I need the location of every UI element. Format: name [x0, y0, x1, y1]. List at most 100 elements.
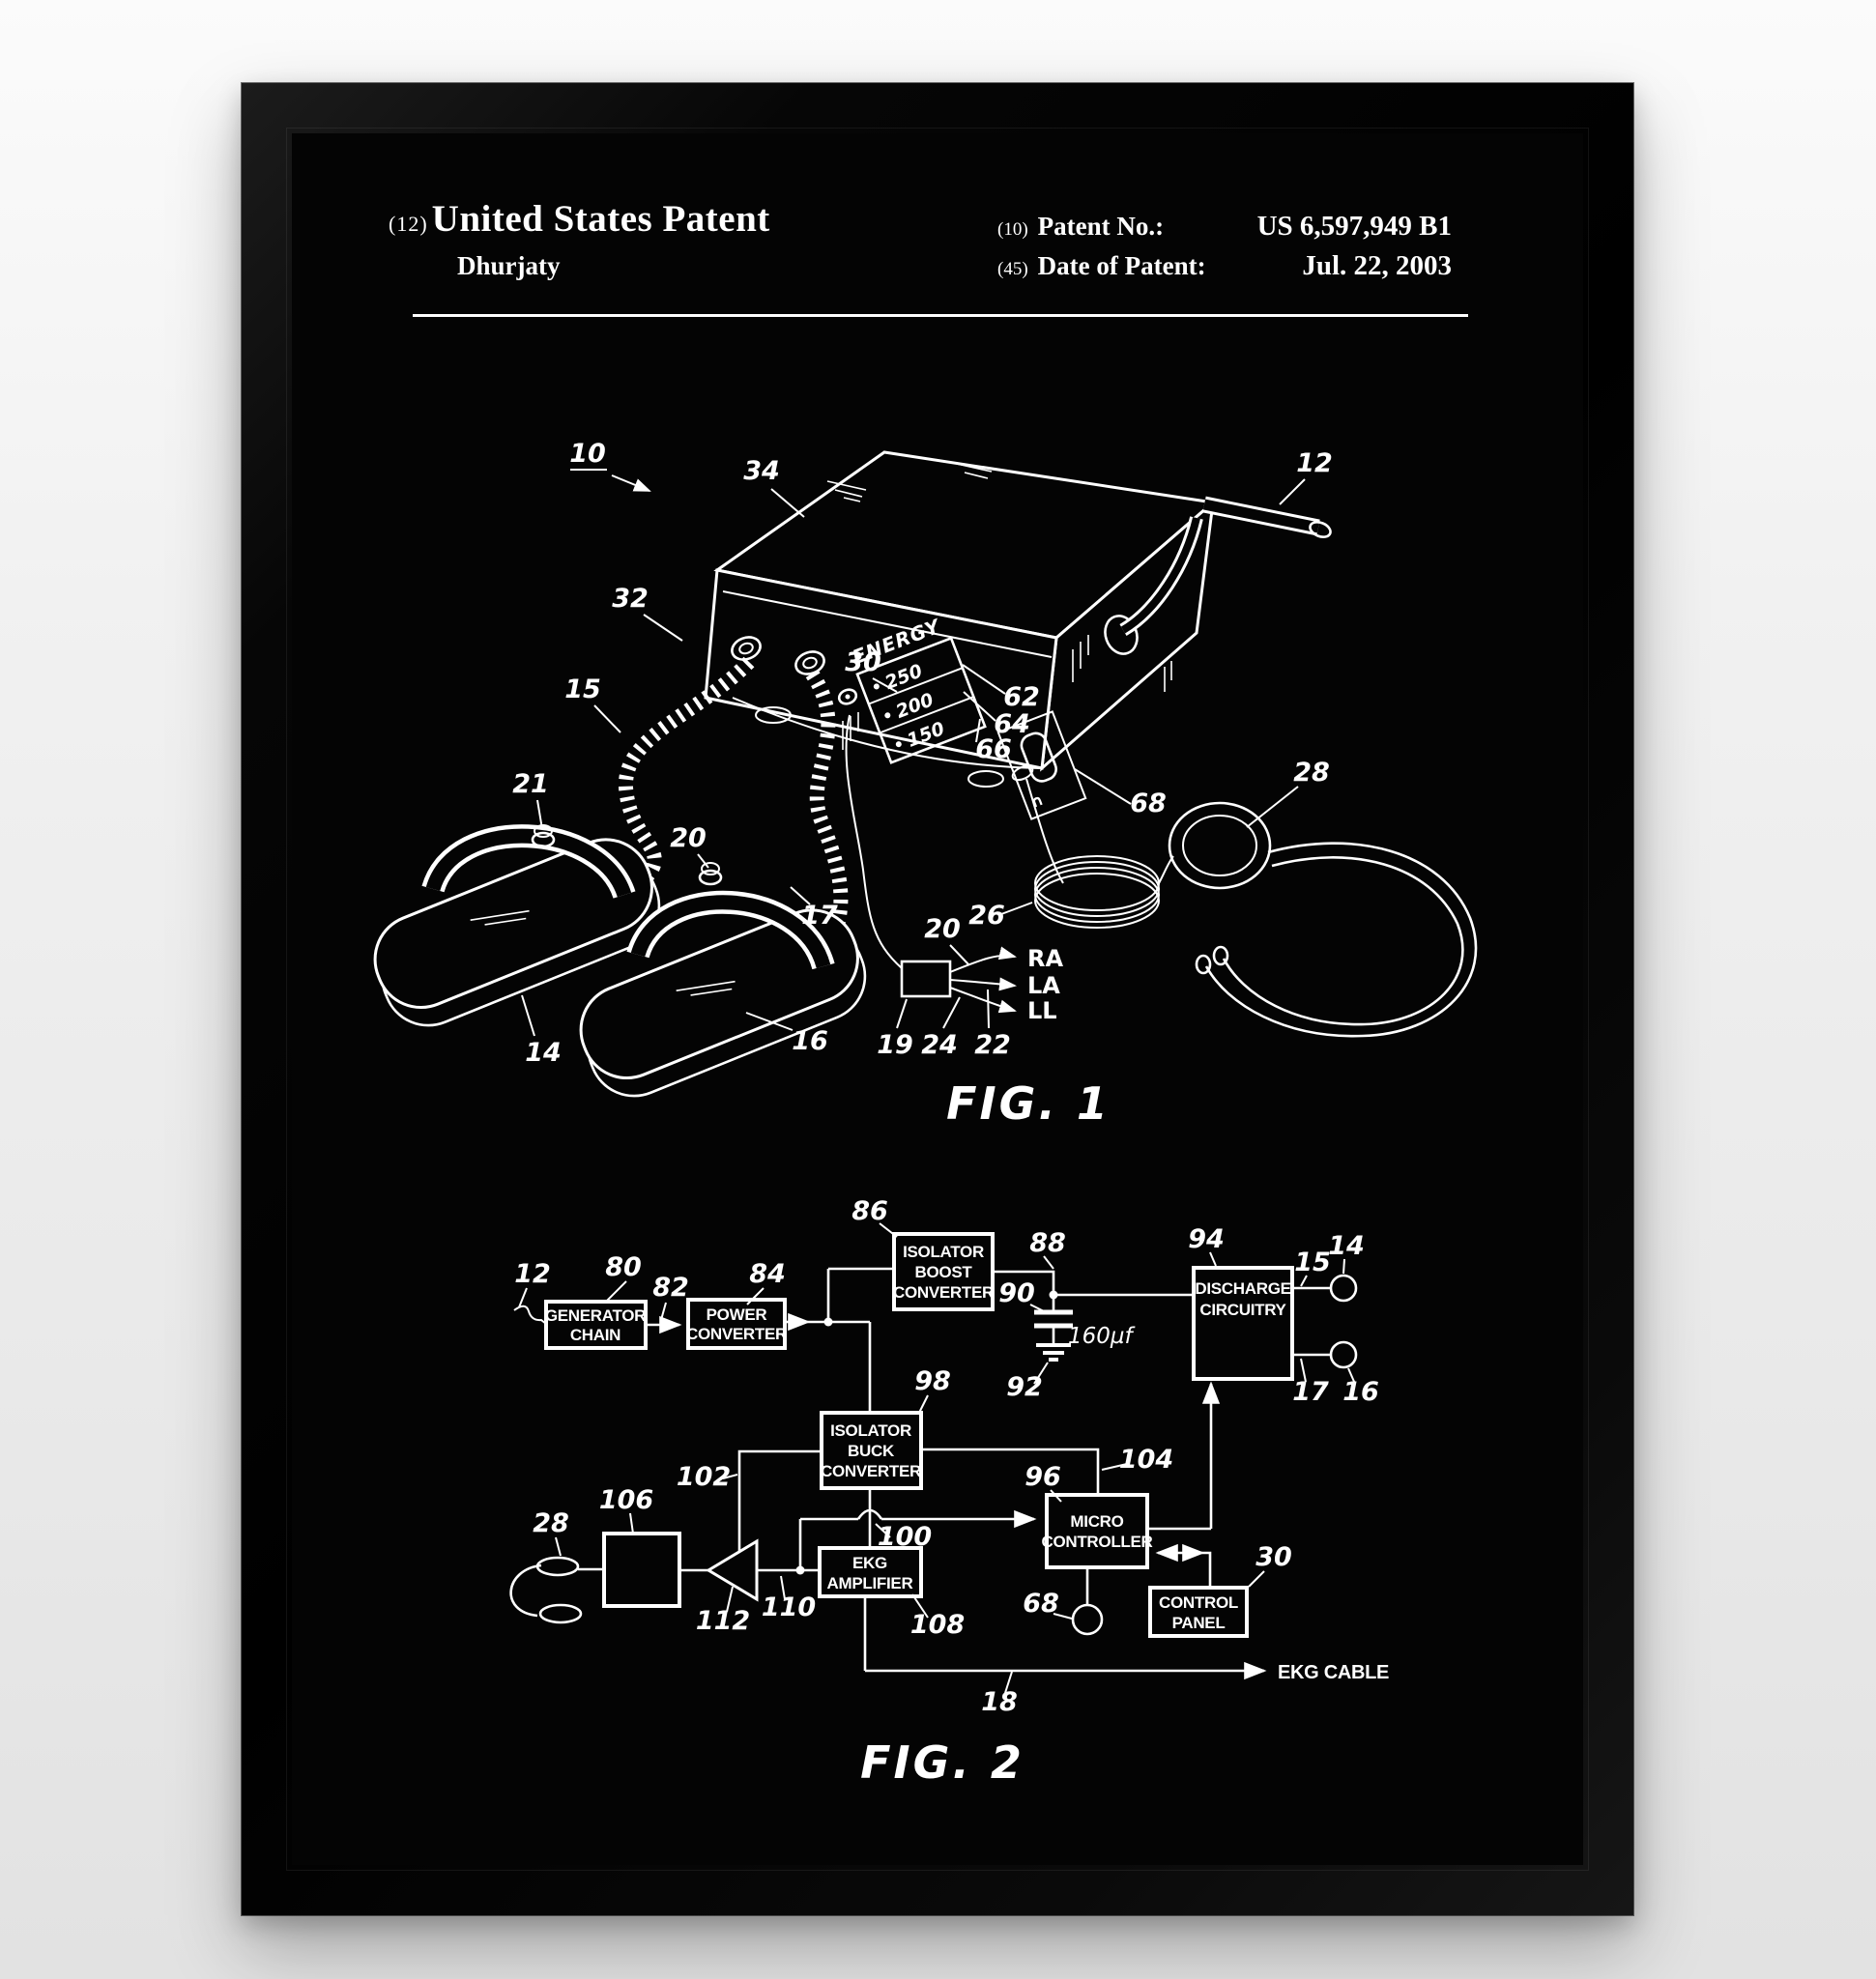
block-label: ISOLATOR	[903, 1243, 984, 1261]
block-106-filter	[604, 1534, 679, 1606]
ref-19-leader	[897, 999, 907, 1028]
block-label: CONVERTER	[893, 1283, 994, 1302]
block-discharge-circuitry: DISCHARGE CIRCUITRY	[1194, 1268, 1292, 1379]
ref-24-leader	[943, 997, 960, 1028]
cable-coil-26	[1035, 856, 1159, 928]
lead-wire-la	[950, 980, 1015, 986]
ref2-88: 88	[1029, 1228, 1066, 1258]
ref-12: 12	[1296, 448, 1333, 478]
chestpiece-stem	[1158, 856, 1173, 885]
block-label: BUCK	[848, 1442, 895, 1460]
ear-pad	[537, 1558, 578, 1575]
ref-28: 28	[1293, 758, 1330, 788]
ref-34-leader	[771, 489, 804, 517]
block-isolator-boost-converter: ISOLATOR BOOST CONVERTER	[893, 1234, 994, 1309]
ekg-cable-label: EKG CABLE	[1278, 1662, 1389, 1683]
ref2-82: 82	[652, 1273, 689, 1303]
ref2-80-leader	[605, 1281, 626, 1303]
ref2-112: 112	[696, 1606, 750, 1636]
ref2-90: 90	[998, 1278, 1035, 1308]
switch-plug	[1010, 763, 1034, 783]
ref-26: 26	[968, 901, 1005, 931]
ref2-86-leader	[880, 1223, 897, 1237]
ref2-110: 110	[762, 1592, 816, 1622]
crank-grip-cap	[1308, 519, 1333, 539]
ref-12-leader	[1280, 479, 1305, 504]
ref-34: 34	[743, 456, 780, 486]
wire-102	[739, 1451, 822, 1552]
ref2-18: 18	[981, 1687, 1018, 1717]
ref2-14-leader	[1343, 1259, 1344, 1274]
ref-20-leads: 20	[924, 914, 961, 944]
ref-68: 68	[1130, 789, 1167, 818]
capacitor-value: 160µf	[1068, 1324, 1136, 1349]
ref-17: 17	[801, 901, 838, 931]
terminal-16	[1331, 1342, 1356, 1367]
device-foot	[968, 771, 1003, 787]
ear-pad	[540, 1605, 581, 1622]
ref2-92: 92	[1006, 1372, 1043, 1402]
ref-32: 32	[612, 584, 649, 614]
ref-66: 66	[975, 734, 1012, 764]
ref2-14: 14	[1328, 1231, 1365, 1261]
chestpiece-inner	[1183, 816, 1256, 875]
ref2-15: 15	[1294, 1248, 1331, 1277]
block-label: CONTROL	[1159, 1593, 1238, 1612]
block-label: PANEL	[1172, 1614, 1226, 1632]
ref2-104: 104	[1119, 1445, 1173, 1475]
block-label: ISOLATOR	[830, 1421, 911, 1440]
ear-tube-inner	[1224, 857, 1462, 1024]
ref-24: 24	[921, 1030, 958, 1060]
block-label: MICRO	[1070, 1512, 1123, 1531]
patent-drawing: ENERGY 250 200 150 ∩	[292, 133, 1583, 1865]
ref-10: 10	[569, 439, 606, 469]
capacitor-90	[1034, 1295, 1073, 1345]
ref-14: 14	[525, 1038, 562, 1068]
earpiece-tip	[1197, 956, 1210, 973]
block-micro-controller: MICRO CONTROLLER	[1041, 1495, 1152, 1567]
ref-10-arrow	[612, 475, 649, 491]
lead-label-ll: LL	[1027, 997, 1057, 1024]
ref-20-leads-leader	[950, 945, 968, 964]
terminal-68	[1073, 1605, 1102, 1634]
ref2-28: 28	[533, 1508, 569, 1538]
ref2-30-leader	[1249, 1571, 1264, 1587]
ref2-17: 17	[1292, 1377, 1329, 1407]
block-label: AMPLIFIER	[827, 1574, 913, 1592]
wire-node	[824, 1318, 833, 1327]
ref-28-leader	[1247, 787, 1298, 827]
ref-15: 15	[564, 674, 601, 704]
ref2-94-leader	[1210, 1252, 1216, 1266]
block-label: EKG	[852, 1554, 887, 1572]
ref2-12: 12	[514, 1259, 551, 1289]
block-label: DISCHARGE	[1195, 1279, 1290, 1298]
earpiece-tip	[1214, 947, 1227, 964]
wire-104	[921, 1449, 1098, 1495]
ref-19: 19	[877, 1030, 913, 1060]
lead-label-la: LA	[1027, 972, 1060, 999]
ref-22: 22	[974, 1030, 1011, 1060]
ref-32-leader	[644, 615, 682, 641]
ref2-98: 98	[914, 1366, 951, 1396]
energy-indicator-dot	[895, 740, 903, 748]
block-label: CONTROLLER	[1041, 1533, 1152, 1551]
ref2-106: 106	[599, 1485, 653, 1515]
ref2-94: 94	[1188, 1224, 1225, 1254]
block-control-panel: CONTROL PANEL	[1150, 1588, 1247, 1636]
block-isolator-buck-converter: ISOLATOR BUCK CONVERTER	[821, 1413, 921, 1488]
ref2-16: 16	[1342, 1377, 1379, 1407]
block-label: CONVERTER	[686, 1325, 787, 1343]
ground-symbol-92	[1036, 1345, 1071, 1360]
block-label: CONVERTER	[821, 1462, 921, 1480]
junction-box-19	[902, 961, 950, 996]
block-label: GENERATOR	[545, 1306, 646, 1325]
block-ekg-amplifier: EKG AMPLIFIER	[820, 1548, 921, 1596]
ref-14-leader	[522, 995, 534, 1036]
ref2-96: 96	[1025, 1462, 1061, 1492]
ref-26-leader	[1001, 903, 1032, 914]
fig1: ENERGY 250 200 150 ∩	[361, 439, 1476, 1130]
block-label: CHAIN	[570, 1326, 621, 1344]
ear-tube-outer	[1206, 844, 1476, 1037]
ref2-108: 108	[910, 1610, 965, 1640]
